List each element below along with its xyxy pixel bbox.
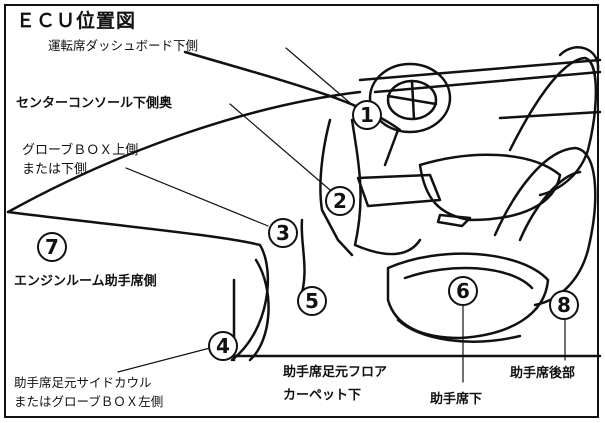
steering-spokes	[386, 79, 438, 121]
dashboard-curve	[6, 90, 362, 214]
leader-4	[117, 347, 211, 373]
leader-3	[125, 167, 269, 227]
marker-8: 8	[549, 290, 579, 320]
passenger-seat-back-inner	[518, 170, 582, 242]
console-body	[350, 118, 422, 256]
leader-2	[229, 103, 331, 191]
marker-7: 7	[37, 232, 67, 262]
passenger-seat-back	[493, 146, 597, 307]
marker-3: 3	[268, 218, 298, 248]
label-console-back: センターコンソール下側奥	[16, 96, 173, 111]
leader-1	[285, 47, 357, 109]
driver-seat-cushion	[418, 153, 562, 222]
kick-panel	[248, 258, 270, 362]
dashboard-lower	[6, 210, 270, 362]
passenger-seat-base	[396, 318, 522, 343]
door-lower-line	[498, 110, 602, 120]
marker-5: 5	[297, 286, 327, 316]
console-box	[356, 173, 442, 208]
steering-column	[383, 128, 400, 167]
label-under-seat: 助手席下	[430, 392, 483, 407]
marker-6: 6	[448, 276, 478, 306]
gear-lever	[436, 213, 472, 228]
label-kick-line2: またはグローブＢＯＸ左側	[14, 394, 164, 409]
label-glovebox-line2: または下側	[22, 162, 88, 177]
label-engine-room: エンジンルーム助手席側	[14, 274, 157, 289]
driver-seat-back	[508, 56, 598, 197]
driver-seat-headrest	[558, 46, 600, 72]
passenger-seat-cushion-inner	[403, 266, 534, 290]
label-floor-line2: カーペット下	[283, 388, 362, 403]
label-kick-line1: 助手席足元サイドカウル	[14, 375, 152, 390]
marker-4: 4	[208, 331, 238, 361]
page-title: ＥＣＵ位置図	[16, 10, 137, 32]
figure-frame	[4, 4, 599, 418]
label-rear-seat: 助手席後部	[510, 366, 576, 381]
windshield-top	[183, 50, 402, 132]
label-dash-lower: 運転席ダッシュボード下側	[48, 38, 199, 53]
console-front	[319, 118, 354, 257]
roof-line	[358, 58, 602, 82]
marker-1: 1	[352, 100, 382, 130]
label-floor-line1: 助手席足元フロア	[283, 365, 388, 380]
marker-2: 2	[325, 186, 355, 216]
steering-wheel-outer	[368, 62, 452, 134]
label-glovebox-line1: グローブＢＯＸ上側	[22, 143, 139, 158]
